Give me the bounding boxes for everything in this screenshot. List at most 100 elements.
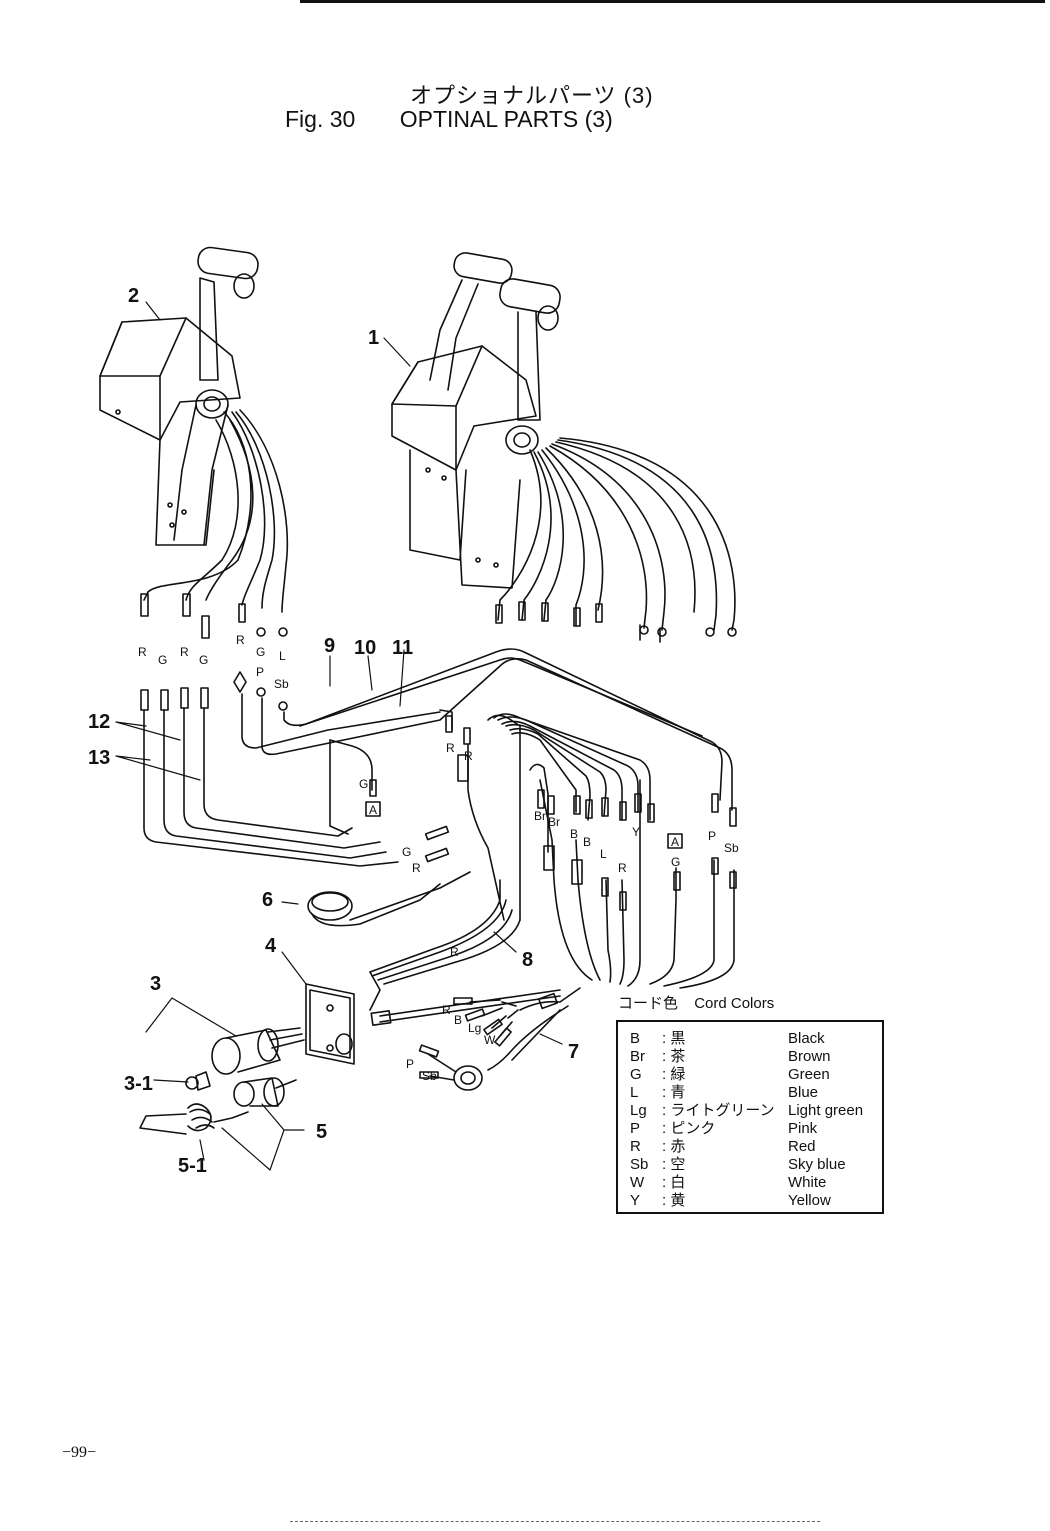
cord-color-row: Y : 黄 Yellow [618,1192,882,1210]
callout-8: 8 [522,949,533,971]
wire-label: Sb [724,841,739,855]
remote-control-single-lever [99,246,289,613]
cord-en: Pink [788,1120,818,1137]
figure-number: Fig. 30 [285,106,356,132]
cord-colors-heading: コード色 Cord Colors [618,992,774,1013]
wire-label: R [450,945,459,959]
wire-label: R [446,741,455,755]
cord-color-row: L : 青 Blue [618,1084,882,1102]
callout-9: 9 [324,635,335,657]
main-switch-part-3 [185,1027,305,1091]
cord-color-row: W : 白 White [618,1174,882,1192]
buzzer-part-6 [307,871,471,927]
callout-5-1: 5-1 [178,1155,207,1177]
harness-8 [369,713,737,1011]
cord-code: Br [630,1048,645,1065]
cord-code: L [630,1084,639,1101]
cord-en: Black [788,1030,825,1047]
wire-label: R [236,633,245,647]
connector-a-box-left [365,801,381,817]
cord-en: Brown [788,1048,831,1065]
cord-en: Blue [788,1084,819,1101]
wire-label: Y [632,825,640,839]
bracket-plate-part-4 [305,983,561,1065]
connector-a-left: A [369,803,377,817]
cord-color-row: Sb : 空 Sky blue [618,1156,882,1174]
bottom-border-line [290,1521,820,1522]
remote-control-dual-lever [391,252,737,643]
title-english: Fig. 30 OPTINAL PARTS (3) [285,106,613,133]
cord-jp: : 緑 [662,1066,686,1083]
wire-label: G [256,645,265,659]
wire-label: G [671,855,680,869]
callout-11: 11 [392,637,413,659]
wire-label: B [454,1013,462,1027]
main-harness [143,648,733,867]
connector-a-right: A [671,835,679,849]
cord-jp: : 空 [662,1156,686,1173]
cord-code: Y [630,1192,641,1209]
cord-en: Sky blue [788,1156,846,1173]
cord-code: W [630,1174,645,1191]
title-japanese: オプショナルパーツ (3) [410,83,654,108]
cord-code: Sb [630,1156,649,1173]
wire-label: L [279,649,286,663]
cord-jp: : ライトグリーン [662,1102,775,1119]
cord-color-row: Lg : ライトグリーン Light green [618,1102,882,1120]
cord-en: Light green [788,1102,864,1119]
callout-5: 5 [316,1121,327,1143]
wire-label: Br [534,809,546,823]
cord-en: White [788,1174,827,1191]
callout-13: 13 [88,747,110,769]
wire-label: R [464,749,473,763]
callout-2: 2 [128,285,139,307]
wire-label: B [570,827,578,841]
wire-label: R [138,645,147,659]
callout-1: 1 [368,327,379,349]
cord-en: Yellow [788,1192,831,1209]
cord-colors-heading-en: Cord Colors [694,995,775,1012]
leader-lines [115,301,563,1171]
cord-color-row: B : 黒 Black [618,1030,882,1048]
cord-code: B [630,1030,641,1047]
top-border-line [300,0,1045,3]
wire-label: B [583,835,591,849]
cord-jp: : 青 [662,1084,686,1101]
wire-label: R [618,861,627,875]
cord-jp: : 赤 [662,1138,686,1155]
extension-harness-part-7 [418,987,581,1091]
wire-label: G [158,653,167,667]
wire-label: G [359,777,368,791]
callout-10: 10 [354,637,376,659]
cord-jp: : ピンク [662,1120,716,1137]
cord-code: P [630,1120,641,1137]
cord-code: R [630,1138,641,1155]
cord-color-row: P : ピンク Pink [618,1120,882,1138]
cord-code: G [630,1066,642,1083]
wire-label: W [484,1033,496,1047]
figure-title: OPTINAL PARTS (3) [399,106,613,132]
wire-label: P [406,1057,414,1071]
cord-jp: : 黒 [662,1030,686,1047]
cord-color-row: Br : 茶 Brown [618,1048,882,1066]
cord-jp: : 白 [662,1174,686,1191]
wire-label: R [412,861,421,875]
wire-label: R [442,1003,451,1017]
page-number: −99− [62,1444,97,1461]
cord-jp: : 黄 [662,1192,686,1209]
wire-label: P [708,829,716,843]
callout-4: 4 [265,935,277,957]
callout-12: 12 [88,711,110,733]
cord-colors-heading-jp: コード色 [618,995,679,1012]
wire-label: G [402,845,411,859]
cord-jp: : 茶 [662,1048,686,1065]
wire-label: Br [548,815,560,829]
cord-code: Lg [630,1102,647,1119]
callout-3-1: 3-1 [124,1073,153,1095]
wire-label: Sb [274,677,289,691]
wire-label: G [199,653,208,667]
callout-3: 3 [150,973,161,995]
